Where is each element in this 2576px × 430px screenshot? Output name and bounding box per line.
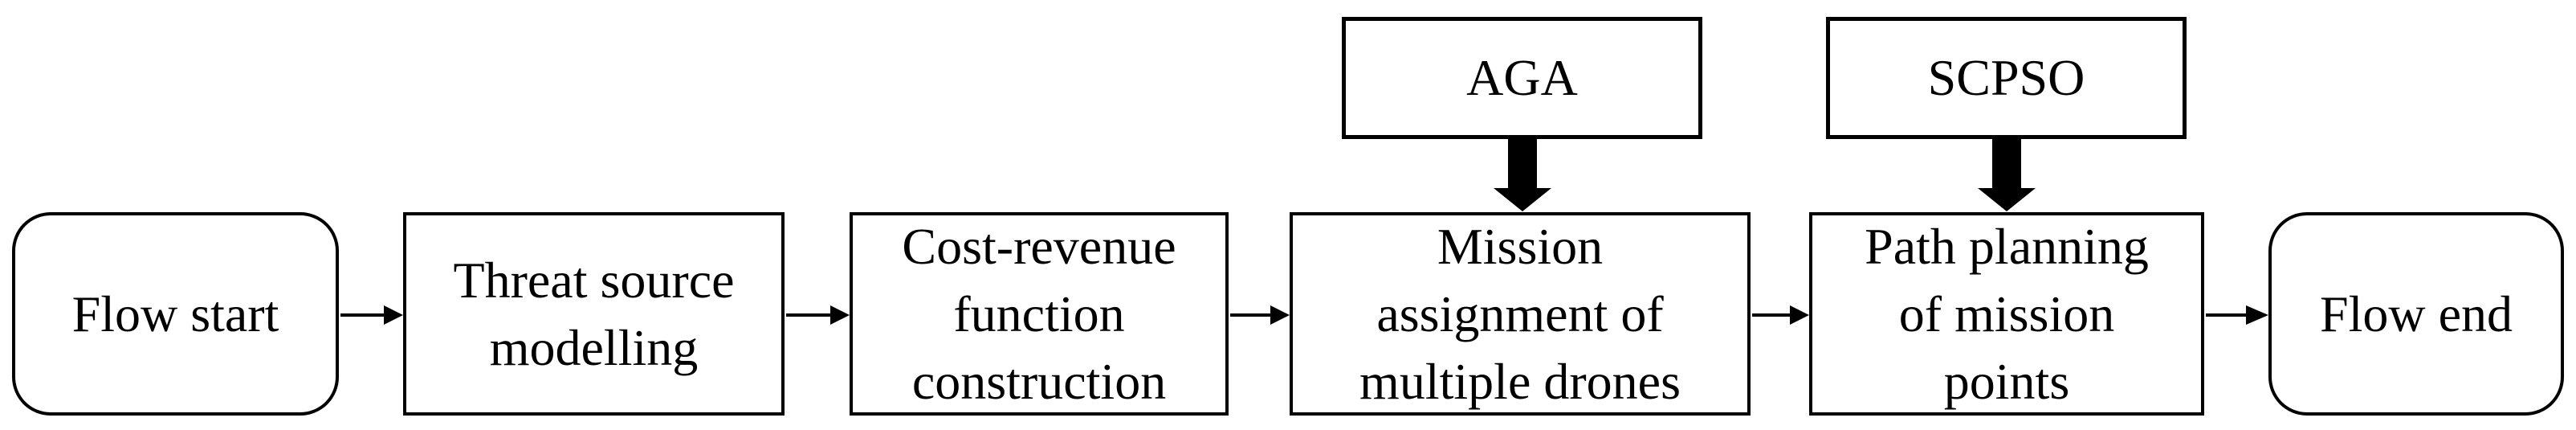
node-flow-end: Flow end (2268, 212, 2564, 416)
node-scpso-label: SCPSO (1927, 49, 2085, 106)
node-threat-source-label: Threat source modelling (453, 251, 735, 376)
node-aga: AGA (1342, 17, 1702, 139)
node-threat-source-modelling: Threat source modelling (403, 212, 785, 416)
node-flow-end-label: Flow end (2320, 285, 2513, 342)
arrow-path-planning-to-flow-end (2206, 305, 2268, 325)
node-cost-revenue-label: Cost-revenue function construction (902, 217, 1176, 410)
thick-arrow-aga-to-mission-assignment (1494, 137, 1551, 211)
node-mission-assignment: Mission assignment of multiple drones (1290, 212, 1751, 416)
arrow-flow-start-to-threat-source (340, 305, 403, 325)
arrow-cost-revenue-to-mission-assignment (1230, 305, 1290, 325)
node-flow-start: Flow start (12, 212, 339, 416)
thick-arrow-scpso-to-path-planning (1978, 137, 2036, 211)
node-aga-label: AGA (1466, 49, 1578, 106)
node-cost-revenue-function-construction: Cost-revenue function construction (850, 212, 1229, 416)
node-flow-start-label: Flow start (71, 285, 279, 342)
arrow-mission-assignment-to-path-planning (1752, 305, 1809, 325)
node-mission-assignment-label: Mission assignment of multiple drones (1359, 217, 1681, 410)
arrow-threat-source-to-cost-revenue (786, 305, 850, 325)
node-scpso: SCPSO (1826, 17, 2187, 139)
node-path-planning: Path planning of mission points (1809, 212, 2204, 416)
node-path-planning-label: Path planning of mission points (1865, 217, 2149, 410)
